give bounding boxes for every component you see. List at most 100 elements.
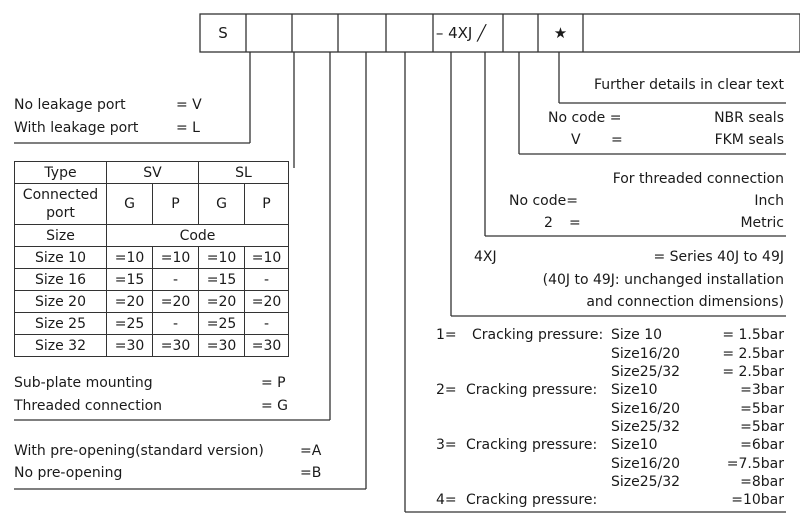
table-type-header: Type — [14, 161, 107, 184]
mounting-thr-label: Threaded connection — [14, 398, 163, 414]
table-sl-g-header: G — [198, 183, 245, 225]
opening-with-value: =A — [300, 443, 322, 459]
cp3-value-25-32: =8bar — [740, 474, 784, 490]
seals-no-code-value: NBR seals — [714, 110, 784, 126]
leakage-no-label: No leakage port — [14, 97, 126, 113]
table-row: Size 32 =30 =30 =30 =30 — [14, 334, 289, 357]
table-cell: =15 — [198, 268, 245, 291]
cp3-size-16-20: Size16/20 — [611, 456, 681, 472]
thread-two-eq: = — [569, 215, 581, 231]
table-cell: =30 — [244, 334, 289, 357]
cp2-value-16-20: =5bar — [740, 401, 784, 417]
code-box-leakage — [246, 14, 292, 52]
cp1-size-16-20: Size16/20 — [611, 346, 681, 362]
table-cell: =20 — [198, 290, 245, 313]
table-cell: =10 — [244, 246, 289, 269]
table-cell: Size 16 — [14, 268, 107, 291]
table-cell: =15 — [106, 268, 153, 291]
type-code-table: Type SV SL Connected port G P G P Size C… — [14, 161, 289, 357]
table-sv-g-header: G — [106, 183, 153, 225]
table-cell: =20 — [106, 290, 153, 313]
opening-no-value: =B — [300, 465, 322, 481]
mounting-sub-value: = P — [261, 375, 286, 391]
table-cell: =20 — [244, 290, 289, 313]
table-code-header: Code — [106, 224, 289, 247]
mounting-sub-label: Sub-plate mounting — [14, 375, 153, 391]
seals-v-label: V — [571, 132, 581, 148]
code-box-size — [292, 14, 338, 52]
table-cell: =30 — [106, 334, 153, 357]
table-sl-p-header: P — [244, 183, 289, 225]
cp4-code: 4= — [436, 492, 457, 508]
cp3-code: 3= — [436, 437, 457, 453]
table-row: Size 10 =10 =10 =10 =10 — [14, 246, 289, 269]
table-cell: =30 — [152, 334, 199, 357]
code-box-mounting — [338, 14, 386, 52]
table-cell: - — [152, 312, 199, 335]
cp2-size-10: Size10 — [611, 382, 658, 398]
cp1-value-25-32: = 2.5bar — [722, 364, 784, 380]
seals-v-value: FKM seals — [714, 132, 784, 148]
series-code: 4XJ — [474, 249, 497, 265]
series-note-line1: (40J to 49J: unchanged installation — [542, 272, 784, 288]
table-cell: Size 25 — [14, 312, 107, 335]
leakage-with-value: = L — [176, 120, 200, 136]
code-box-frame — [199, 13, 800, 53]
table-cell: Size 10 — [14, 246, 107, 269]
cp2-value-10: =3bar — [740, 382, 784, 398]
cp2-size-16-20: Size16/20 — [611, 401, 681, 417]
cp2-code: 2= — [436, 382, 457, 398]
code-box-star: ★ — [553, 24, 568, 42]
table-cell: - — [244, 312, 289, 335]
series-value: = Series 40J to 49J — [653, 249, 784, 265]
cp1-value-16-20: = 2.5bar — [722, 346, 784, 362]
table-sl-header: SL — [198, 161, 289, 184]
thread-no-code-value: Inch — [754, 193, 784, 209]
cp2-label: Cracking pressure: — [466, 382, 598, 398]
cp4-value: =10bar — [731, 492, 784, 508]
cp1-size-10: Size 10 — [611, 327, 663, 343]
table-cell: Size 20 — [14, 290, 107, 313]
leakage-with-label: With leakage port — [14, 120, 139, 136]
table-cell: =20 — [152, 290, 199, 313]
cp2-size-25-32: Size25/32 — [611, 419, 681, 435]
table-cell: =25 — [106, 312, 153, 335]
code-box-type: S — [218, 24, 228, 42]
table-sv-header: SV — [106, 161, 199, 184]
code-box-series: – 4XJ ╱ — [435, 24, 487, 42]
table-cell: =10 — [198, 246, 245, 269]
cp3-label: Cracking pressure: — [466, 437, 598, 453]
cp1-size-25-32: Size25/32 — [611, 364, 681, 380]
opening-with-label: With pre-opening(standard version) — [14, 443, 264, 459]
mounting-thr-value: = G — [261, 398, 289, 414]
table-connected-port-header: Connected port — [14, 183, 107, 225]
cp1-label: Cracking pressure: — [472, 327, 604, 343]
cp1-value-10: = 1.5bar — [722, 327, 784, 343]
cp3-value-10: =6bar — [740, 437, 784, 453]
table-cell: =10 — [106, 246, 153, 269]
table-cell: - — [152, 268, 199, 291]
cp1-code: 1= — [436, 327, 457, 343]
table-cell: =10 — [152, 246, 199, 269]
table-cell: =30 — [198, 334, 245, 357]
table-cell: =25 — [198, 312, 245, 335]
cp3-size-25-32: Size25/32 — [611, 474, 681, 490]
code-box-seal — [503, 14, 538, 52]
table-row: Size 25 =25 - =25 - — [14, 312, 289, 335]
cp2-value-25-32: =5bar — [740, 419, 784, 435]
series-note-line2: and connection dimensions) — [586, 294, 784, 310]
opening-no-label: No pre-opening — [14, 465, 123, 481]
cp3-size-10: Size10 — [611, 437, 658, 453]
seals-header: Further details in clear text — [593, 77, 784, 93]
table-row: Size 20 =20 =20 =20 =20 — [14, 290, 289, 313]
seals-v-eq: = — [611, 132, 623, 148]
cp3-value-16-20: =7.5bar — [726, 456, 784, 472]
leakage-no-value: = V — [176, 97, 202, 113]
table-cell: Size 32 — [14, 334, 107, 357]
seals-no-code-label: No code = — [548, 110, 622, 126]
table-size-header: Size — [14, 224, 107, 247]
table-cell: - — [244, 268, 289, 291]
table-sv-p-header: P — [152, 183, 199, 225]
thread-header: For threaded connection — [612, 171, 784, 187]
